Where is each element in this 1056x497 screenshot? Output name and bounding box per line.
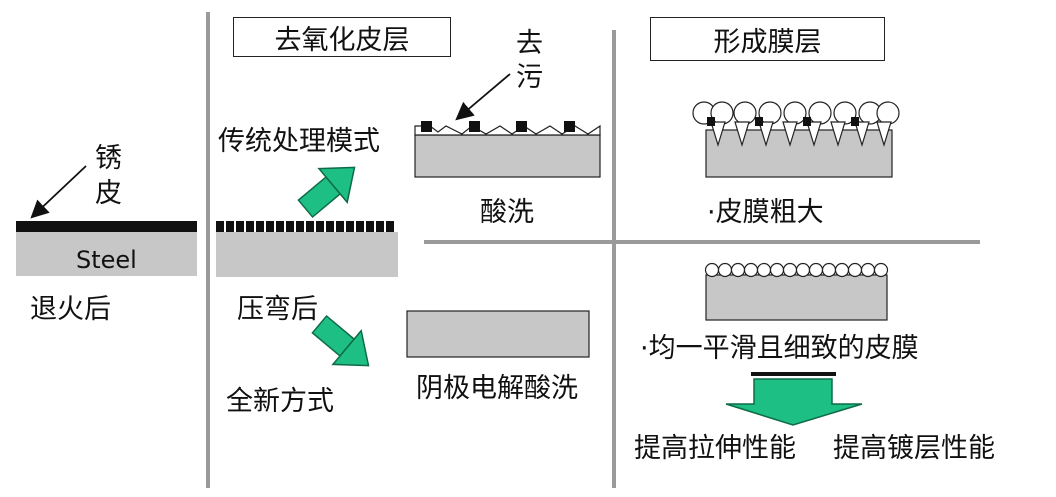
result-label-coating: 提高镀层性能 xyxy=(833,433,995,464)
steel-block-annealed xyxy=(16,232,197,276)
scale-segment xyxy=(236,221,244,232)
uniform-bubble xyxy=(847,262,863,278)
scale-segment xyxy=(226,221,234,232)
descale-section-header: 去氧化皮层 xyxy=(233,17,451,57)
scale-segment xyxy=(266,221,274,232)
rust-pointer-arrow xyxy=(30,165,87,219)
uniform-bubble xyxy=(873,262,889,278)
film-spike xyxy=(876,121,892,148)
cathodic-pickling-label: 阴极电解酸洗 xyxy=(416,373,578,404)
steel-label: Steel xyxy=(76,246,137,274)
steel-block-pickled xyxy=(414,134,601,178)
coarse-film-bubbles xyxy=(692,101,900,125)
film-section-header: 形成膜层 xyxy=(650,17,885,61)
uniform-bubble xyxy=(834,262,850,278)
scale-segment xyxy=(356,221,364,232)
rust-label-line1: 锈 xyxy=(95,143,122,174)
film-bubble xyxy=(876,101,900,125)
coarse-film-spikes xyxy=(710,121,892,148)
traditional-method-label: 传统处理模式 xyxy=(218,126,380,157)
cracked-scale-segments xyxy=(216,221,394,232)
scale-segment xyxy=(276,221,284,232)
rust-label-line2: 皮 xyxy=(95,178,122,209)
film-spike xyxy=(734,121,750,148)
steel-block-bent xyxy=(216,232,398,277)
decontam-pointer-arrow xyxy=(455,73,511,121)
uniform-bubble xyxy=(743,262,759,278)
after-bending-label: 压弯后 xyxy=(237,294,318,325)
scale-segment xyxy=(366,221,374,232)
scale-segment xyxy=(306,221,314,232)
rust-scale-layer xyxy=(16,221,197,232)
uniform-bubble xyxy=(730,262,746,278)
result-arrow-icon xyxy=(725,372,863,426)
film-spike xyxy=(782,121,798,148)
decontam-label-line2: 污 xyxy=(516,62,543,93)
scale-segment xyxy=(386,221,394,232)
film-spike xyxy=(854,121,870,148)
uniform-bubble xyxy=(769,262,785,278)
film-spike xyxy=(830,121,846,148)
film-spike xyxy=(806,121,822,148)
uniform-bubble xyxy=(795,262,811,278)
green-arrow-up-icon xyxy=(297,166,356,219)
scale-segment xyxy=(286,221,294,232)
annealed-label: 退火后 xyxy=(30,294,111,325)
uniform-bubble xyxy=(782,262,798,278)
uniform-bubble xyxy=(704,262,720,278)
new-method-label: 全新方式 xyxy=(226,386,334,417)
steel-block-cathodic xyxy=(406,310,590,358)
scale-segment xyxy=(316,221,324,232)
uniform-bubble xyxy=(821,262,837,278)
descale-header-text: 去氧化皮层 xyxy=(274,24,410,56)
pickling-label: 酸洗 xyxy=(480,197,534,228)
decontam-label-line1: 去 xyxy=(516,28,543,59)
scale-segment xyxy=(296,221,304,232)
scale-segment xyxy=(256,221,264,232)
film-bubble xyxy=(733,101,757,125)
scale-segment xyxy=(336,221,344,232)
scale-segment xyxy=(326,221,334,232)
steel-block-uniform-film xyxy=(705,274,888,321)
uniform-bubble xyxy=(808,262,824,278)
pickled-surface-profile xyxy=(414,124,601,136)
film-bubble xyxy=(783,101,807,125)
coarse-scale-dots xyxy=(707,117,859,126)
uniform-film-label: ·均一平滑且细致的皮膜 xyxy=(640,333,919,364)
green-arrow-down-icon xyxy=(311,314,370,367)
uniform-bubble xyxy=(860,262,876,278)
film-spike xyxy=(758,121,774,148)
scale-segment xyxy=(376,221,384,232)
film-header-text: 形成膜层 xyxy=(713,26,822,58)
film-bubble xyxy=(808,101,832,125)
uniform-bubble xyxy=(717,262,733,278)
result-label-tensile: 提高拉伸性能 xyxy=(634,433,796,464)
uniform-film-bubbles xyxy=(704,262,889,278)
film-spike xyxy=(710,121,726,148)
scale-segment xyxy=(246,221,254,232)
scale-segment xyxy=(346,221,354,232)
scale-segment xyxy=(216,221,224,232)
coarse-film-label: ·皮膜粗大 xyxy=(707,197,824,228)
residual-scale-dots xyxy=(421,121,575,132)
uniform-bubble xyxy=(756,262,772,278)
